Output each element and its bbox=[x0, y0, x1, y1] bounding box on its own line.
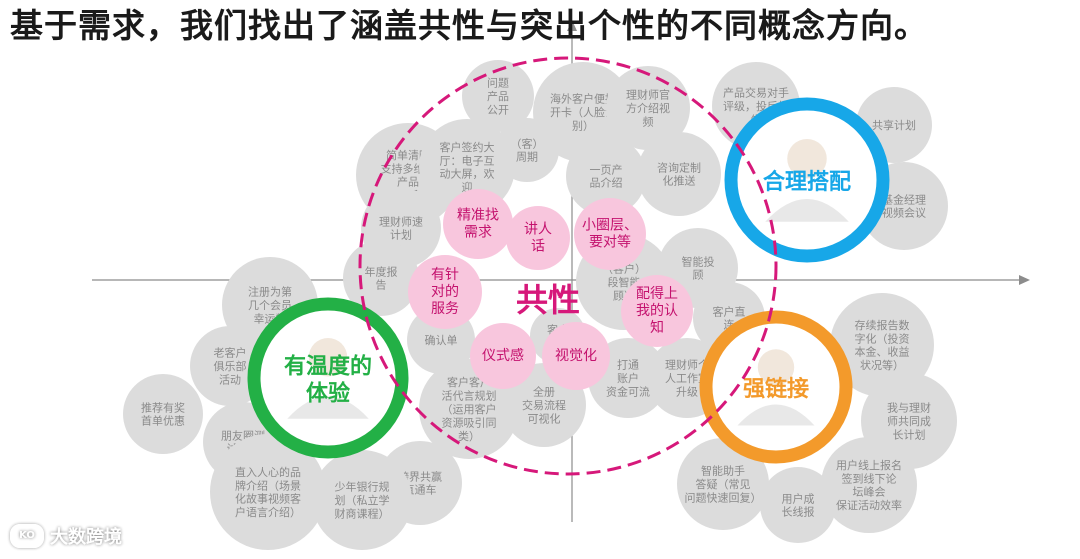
horizontal-axis-arrow-icon bbox=[1019, 275, 1030, 285]
gray-bubble-label: 直入人心的品牌介绍（场景化故事视频客户语言介绍） bbox=[235, 464, 301, 518]
gray-bubble-label: 理财师速计划 bbox=[379, 214, 423, 241]
gray-bubble-circle bbox=[566, 136, 646, 216]
vertical-axis-arrow-icon bbox=[567, 20, 577, 31]
watermark: KO 大数跨境 bbox=[10, 522, 122, 550]
concept-label: 有温度的体验 bbox=[284, 353, 372, 406]
gray-bubble-label: 客户直连 bbox=[713, 304, 746, 331]
watermark-text: 大数跨境 bbox=[50, 527, 122, 548]
pink-bubble: 有针对的服务 bbox=[408, 255, 482, 329]
concept-link: 强链接 bbox=[699, 310, 853, 464]
pink-bubble-label: 小圈层、要对等 bbox=[582, 217, 638, 250]
gray-bubble-label: 客户签约大厅：电子互动大屏，欢迎 bbox=[440, 139, 495, 193]
pink-bubble-circle bbox=[470, 323, 536, 389]
gray-bubble-label: 理财师官方介绍视频 bbox=[626, 87, 670, 128]
gray-bubble: 存续报告数字化（投资本金、收益状况等） bbox=[830, 293, 934, 397]
pink-bubble-label: 有针对的服务 bbox=[431, 267, 459, 317]
pink-bubble-circle bbox=[506, 206, 570, 270]
pink-bubble: 配得上我的认知 bbox=[621, 275, 693, 347]
pink-bubble-label: 视觉化 bbox=[555, 348, 597, 364]
gray-bubble-label: 年度报告 bbox=[365, 264, 398, 291]
pink-bubble-label: 仪式感 bbox=[482, 347, 524, 364]
gray-bubble-label: 基金经理视频会议 bbox=[882, 192, 926, 219]
page-title: 基于需求，我们找出了涵盖共性与突出个性的不同概念方向。 bbox=[10, 6, 928, 45]
pink-bubble-label: 配得上我的认知 bbox=[636, 285, 678, 336]
gray-bubble-label: 存续报告数字化（投资本金、收益状况等） bbox=[855, 317, 910, 371]
gray-bubble: 理财师官方介绍视频 bbox=[606, 66, 690, 150]
gray-bubble-label: 一页产品介绍 bbox=[590, 162, 623, 189]
gray-bubble-circle bbox=[312, 450, 412, 550]
pink-bubble: 讲人话 bbox=[506, 206, 570, 270]
gray-bubble-label: 确认单 bbox=[425, 334, 458, 347]
avatar-head-icon bbox=[787, 138, 827, 179]
gray-bubble-label: 共享计划 bbox=[872, 118, 916, 132]
center-label: 共性 bbox=[516, 281, 580, 319]
gray-bubble-circle bbox=[830, 293, 934, 397]
gray-bubble-label: 用户线上报名签到线下论坛峰会保证活动效率 bbox=[836, 457, 902, 511]
pink-bubble-circle bbox=[443, 189, 513, 259]
avatar-body-icon bbox=[737, 404, 815, 426]
concept-ring bbox=[247, 297, 409, 459]
gray-bubble-label: 推荐有奖首单优惠 bbox=[141, 400, 185, 427]
avatar-head-icon bbox=[757, 349, 795, 386]
concept-label: 合理搭配 bbox=[763, 169, 851, 195]
gray-bubble-label: 理财师个人工作室升级 bbox=[665, 357, 709, 398]
pink-bubble: 小圈层、要对等 bbox=[574, 198, 646, 270]
pink-bubble: 视觉化 bbox=[542, 322, 610, 390]
gray-bubble-label: 打通账户资金可流 bbox=[606, 357, 650, 398]
gray-bubble: 咨询定制化推送 bbox=[637, 132, 721, 216]
gray-bubble-circle bbox=[760, 467, 836, 543]
gray-bubble: 客户签约大厅：电子互动大屏，欢迎 bbox=[419, 119, 515, 215]
avatar-body-icon bbox=[765, 199, 849, 222]
concept-label: 强链接 bbox=[743, 376, 809, 402]
commonality-dashed-circle bbox=[358, 56, 778, 476]
concept-ring bbox=[699, 310, 853, 464]
gray-bubble-label: 用户成长线报 bbox=[782, 491, 815, 518]
concept-ring bbox=[724, 97, 890, 263]
gray-bubble-label: 智能投顾 bbox=[682, 254, 715, 281]
gray-bubble-circle bbox=[637, 132, 721, 216]
gray-bubble-circle bbox=[419, 119, 515, 215]
concept-match: 合理搭配 bbox=[724, 97, 890, 263]
gray-bubble: 一页产品介绍 bbox=[566, 136, 646, 216]
watermark-logo-icon: KO bbox=[10, 524, 44, 548]
pink-bubble-circle bbox=[408, 255, 482, 329]
gray-bubble-label: 问题产品公开 bbox=[487, 76, 509, 116]
gray-bubble: 推荐有奖首单优惠 bbox=[123, 374, 203, 454]
gray-bubble-label: 跨界共赢直通车 bbox=[398, 469, 442, 496]
avatar-body-icon bbox=[287, 396, 369, 419]
pink-bubble-circle bbox=[542, 322, 610, 390]
gray-bubble: 直入人心的品牌介绍（场景化故事视频客户语言介绍） bbox=[210, 434, 326, 550]
gray-bubble-circle bbox=[123, 374, 203, 454]
gray-bubble: 智能助手答疑（常见问题快速回复） bbox=[677, 438, 769, 530]
gray-bubble-label: 少年银行规划（私立学财商课程） bbox=[335, 479, 390, 520]
gray-bubble-label: 我与理财师共同成长计划 bbox=[887, 400, 931, 441]
pink-bubble: 精准找需求 bbox=[443, 189, 513, 259]
gray-bubble: 用户线上报名签到线下论坛峰会保证活动效率 bbox=[821, 437, 917, 533]
gray-bubble-label: （客）周期 bbox=[511, 136, 544, 163]
gray-bubble: 用户成长线报 bbox=[760, 467, 836, 543]
pink-bubble-label: 讲人话 bbox=[524, 221, 552, 254]
gray-bubble-label: 老客户俱乐部活动 bbox=[214, 345, 247, 386]
gray-bubble: 少年银行规划（私立学财商课程） bbox=[312, 450, 412, 550]
gray-bubble-circle bbox=[821, 437, 917, 533]
pink-bubble-circle bbox=[574, 198, 646, 270]
avatar-head-icon bbox=[308, 338, 348, 377]
gray-bubble-label: 咨询定制化推送 bbox=[657, 160, 701, 187]
gray-bubble-circle bbox=[210, 434, 326, 550]
gray-bubble-label: 海外客户便捷开卡（人脸识别） bbox=[550, 91, 616, 132]
pink-bubble-circle bbox=[621, 275, 693, 347]
gray-bubble-label: 全册交易流程可视化 bbox=[522, 384, 566, 425]
pink-bubble-layer: 精准找需求讲人话 小圈层、要对等有针对的服务 配得上我的认知仪式感 视觉化 bbox=[408, 189, 693, 390]
gray-bubble-circle bbox=[495, 118, 559, 182]
concept-warm: 有温度的体验 bbox=[247, 297, 409, 459]
gray-bubble-circle bbox=[606, 66, 690, 150]
pink-bubble-label: 精准找需求 bbox=[457, 207, 499, 240]
gray-bubble: （客）周期 bbox=[495, 118, 559, 182]
gray-bubble-circle bbox=[677, 438, 769, 530]
gray-bubble-label: 智能助手答疑（常见问题快速回复） bbox=[685, 463, 762, 504]
pink-bubble: 仪式感 bbox=[470, 323, 536, 389]
